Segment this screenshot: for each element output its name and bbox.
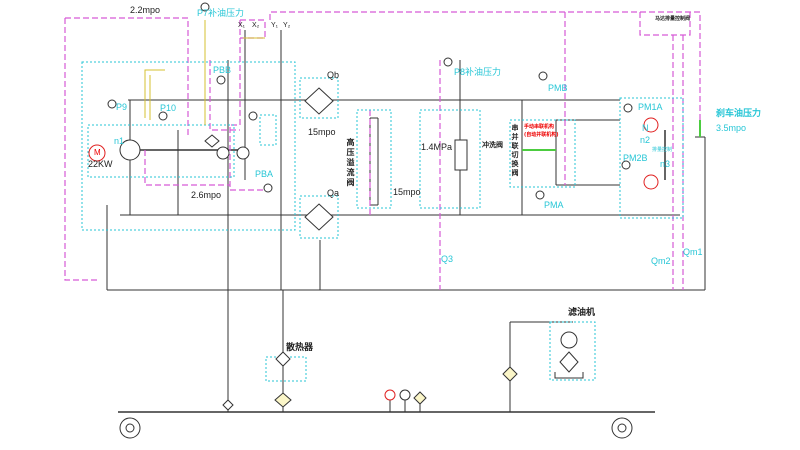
label-n2: n2: [640, 135, 651, 145]
gauge-label-pma: PMA: [544, 200, 564, 210]
gauge-label-pm2b: PM2B: [623, 153, 648, 163]
gauge-label-pm1a: PM1A: [638, 102, 663, 112]
radiator-label: 散热器: [286, 343, 314, 353]
motor-displacement-valve-label: 马达排量控制阀: [655, 16, 691, 22]
electric-motor-icon: [88, 144, 106, 162]
pressure-label: 2.2mpo: [130, 5, 161, 15]
motor-symbol: M: [94, 148, 101, 157]
red-note: 手动串联机构: [524, 124, 555, 130]
components: [88, 2, 659, 439]
pressure-label: 3.5mpo: [716, 123, 747, 133]
pump-icon: [119, 139, 141, 161]
brake-pressure-label: 刹车油压力: [716, 109, 762, 119]
label-qb: Qb: [327, 70, 340, 80]
flush-valve-label: 冲洗阀: [482, 141, 503, 149]
gauge-label-pbb: PBB: [213, 65, 232, 75]
label-q3: Q3: [441, 254, 454, 264]
pressure-label: 15mpo: [308, 127, 336, 137]
filter-unit-label: 滤油机: [568, 308, 596, 318]
label-n3: n3: [660, 159, 671, 169]
port-x1: X₁: [238, 22, 246, 29]
pilot-lines: [64, 11, 701, 290]
gauge-label-pmb: PMB: [548, 83, 568, 93]
label-qa: Qa: [327, 188, 340, 198]
red-note: (自动并联机构): [524, 132, 559, 138]
component-boundaries: [81, 61, 684, 382]
gauge-label-p7: P7补油压力: [197, 8, 245, 18]
port-x2: X₂: [252, 22, 260, 29]
label-n: N: [642, 123, 649, 133]
port-y2: Y₂: [283, 22, 291, 29]
label-qm1: Qm1: [683, 247, 703, 257]
bridge-qb: [304, 87, 334, 115]
pump-label-n1: n1: [114, 136, 125, 146]
green-lines: [522, 120, 701, 151]
switch-valve-label: 串并联切换阀: [511, 124, 519, 178]
label-qm2: Qm2: [651, 256, 671, 266]
pressure-label: 1.4MPa: [421, 142, 453, 152]
yellow-lines: [144, 20, 265, 125]
port-y1: Y₁: [271, 22, 279, 29]
gauge-label-pba: PBA: [255, 169, 274, 179]
gauge-label-p9: P9: [116, 102, 128, 112]
relief-valve-label: 高压溢流阀: [346, 138, 355, 188]
bridge-qa: [304, 203, 334, 231]
gauge-label-p8: P8补油压力: [454, 67, 502, 77]
pressure-label: 15mpo: [393, 187, 421, 197]
motor-power: 22KW: [88, 159, 113, 169]
gauge-label-p10: P10: [160, 103, 177, 113]
small-label: 排量控制: [652, 147, 673, 153]
main-lines: [106, 30, 706, 413]
pressure-label: 2.6mpo: [191, 190, 222, 200]
